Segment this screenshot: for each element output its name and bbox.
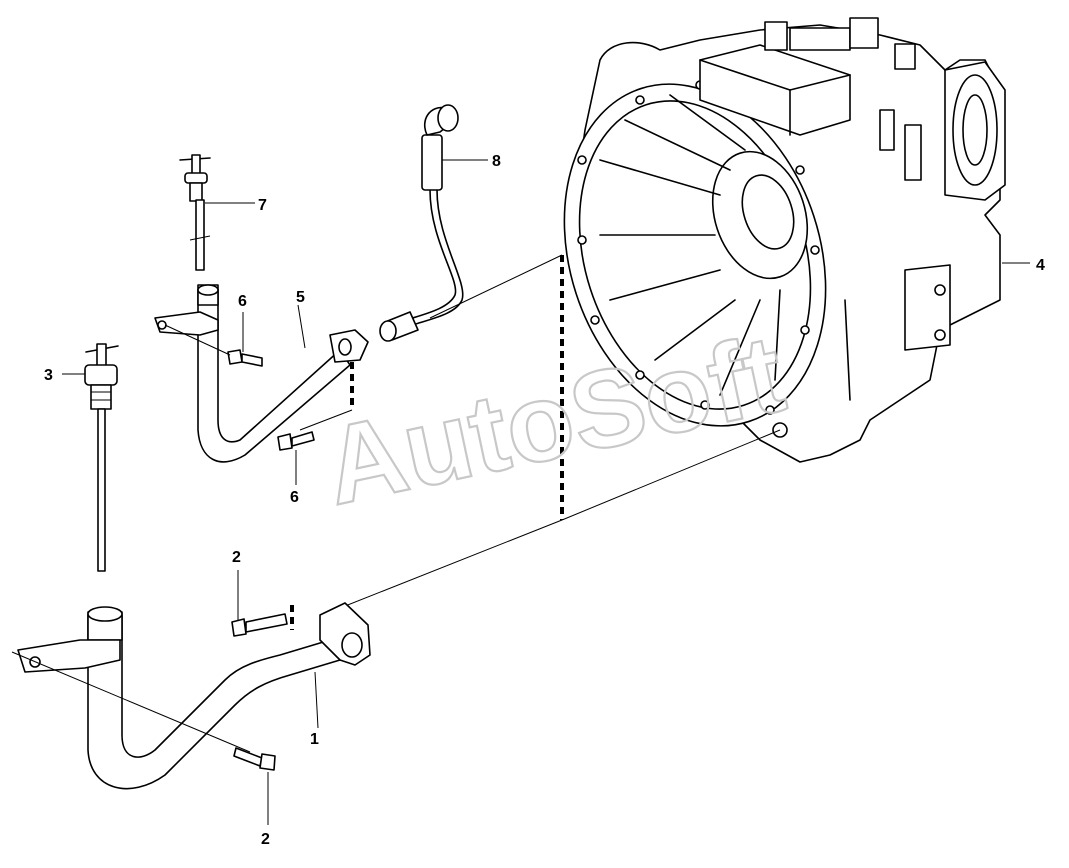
callout-3: 3 [44,367,53,384]
callout-labels: 1 2 2 3 4 5 6 6 7 8 [44,153,1045,848]
upper-dipstick [179,154,211,271]
hose-assembly [379,104,464,342]
bolt-6-upper [164,324,263,367]
upper-dipstick-tube [154,284,369,463]
transmission-housing [563,17,1006,463]
callout-4: 4 [1036,257,1045,274]
callout-2-upper: 2 [232,549,241,566]
callout-2-lower: 2 [261,831,270,848]
bolt-2-lower [233,747,276,771]
connection-lines [290,254,781,630]
bolts [164,324,315,771]
callout-5: 5 [296,289,305,306]
callout-1: 1 [310,731,319,748]
callout-7: 7 [258,197,267,214]
lower-dipstick-tube [11,602,371,790]
leader-lines [62,159,1030,825]
bolt-2-upper [231,613,288,637]
callout-6-lower: 6 [290,489,299,506]
bolt-6-lower [277,431,315,451]
lower-dipstick [84,343,119,572]
callout-6-upper: 6 [238,293,247,310]
callout-8: 8 [492,153,501,170]
watermark: AutoSoft [314,312,794,529]
